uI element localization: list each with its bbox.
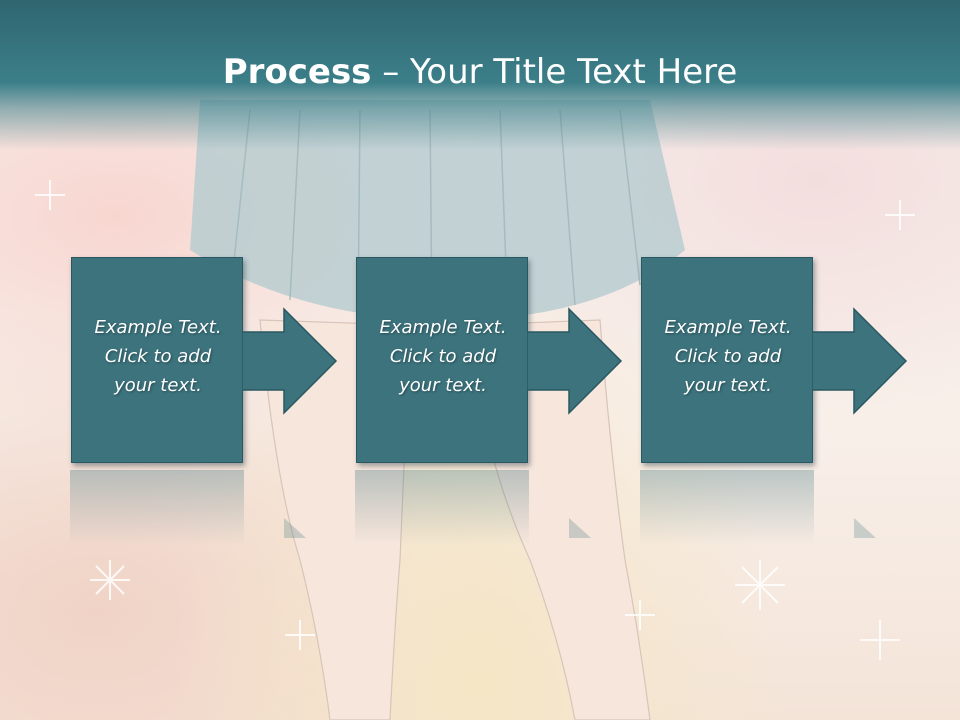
step-box[interactable]: Example Text. Click to add your text. — [641, 257, 813, 463]
step-text-line: your text. — [399, 375, 487, 396]
step-text-line: Click to add — [674, 346, 782, 367]
process-step-3: Example Text. Click to add your text. — [641, 257, 909, 467]
step-box[interactable]: Example Text. Click to add your text. — [356, 257, 528, 463]
step-reflection — [70, 470, 244, 545]
step-text-line: Click to add — [104, 346, 212, 367]
slide-title[interactable]: Process – Your Title Text Here — [0, 52, 960, 92]
sparkles — [35, 180, 915, 660]
step-text-line: Example Text. — [664, 317, 792, 338]
step-text-line: your text. — [684, 375, 772, 396]
process-step-1: Example Text. Click to add your text. — [71, 257, 339, 467]
arrow-reflection — [569, 518, 591, 538]
step-text[interactable]: Example Text. Click to add your text. — [642, 313, 814, 400]
step-text-line: your text. — [114, 375, 202, 396]
step-reflection — [355, 470, 529, 545]
right-arrow-icon — [812, 307, 908, 415]
arrow-reflection — [284, 518, 306, 538]
step-box[interactable]: Example Text. Click to add your text. — [71, 257, 243, 463]
right-arrow-icon — [527, 307, 623, 415]
step-text-line: Example Text. — [379, 317, 507, 338]
title-bar — [0, 0, 960, 150]
right-arrow-icon — [242, 307, 338, 415]
step-text[interactable]: Example Text. Click to add your text. — [357, 313, 529, 400]
step-reflection — [640, 470, 814, 545]
step-text[interactable]: Example Text. Click to add your text. — [72, 313, 244, 400]
title-bold: Process — [222, 52, 372, 92]
arrow-reflection — [854, 518, 876, 538]
skirt-shape — [190, 100, 685, 320]
step-text-line: Click to add — [389, 346, 497, 367]
step-text-line: Example Text. — [94, 317, 222, 338]
title-rest: – Your Title Text Here — [371, 52, 738, 92]
process-step-2: Example Text. Click to add your text. — [356, 257, 624, 467]
